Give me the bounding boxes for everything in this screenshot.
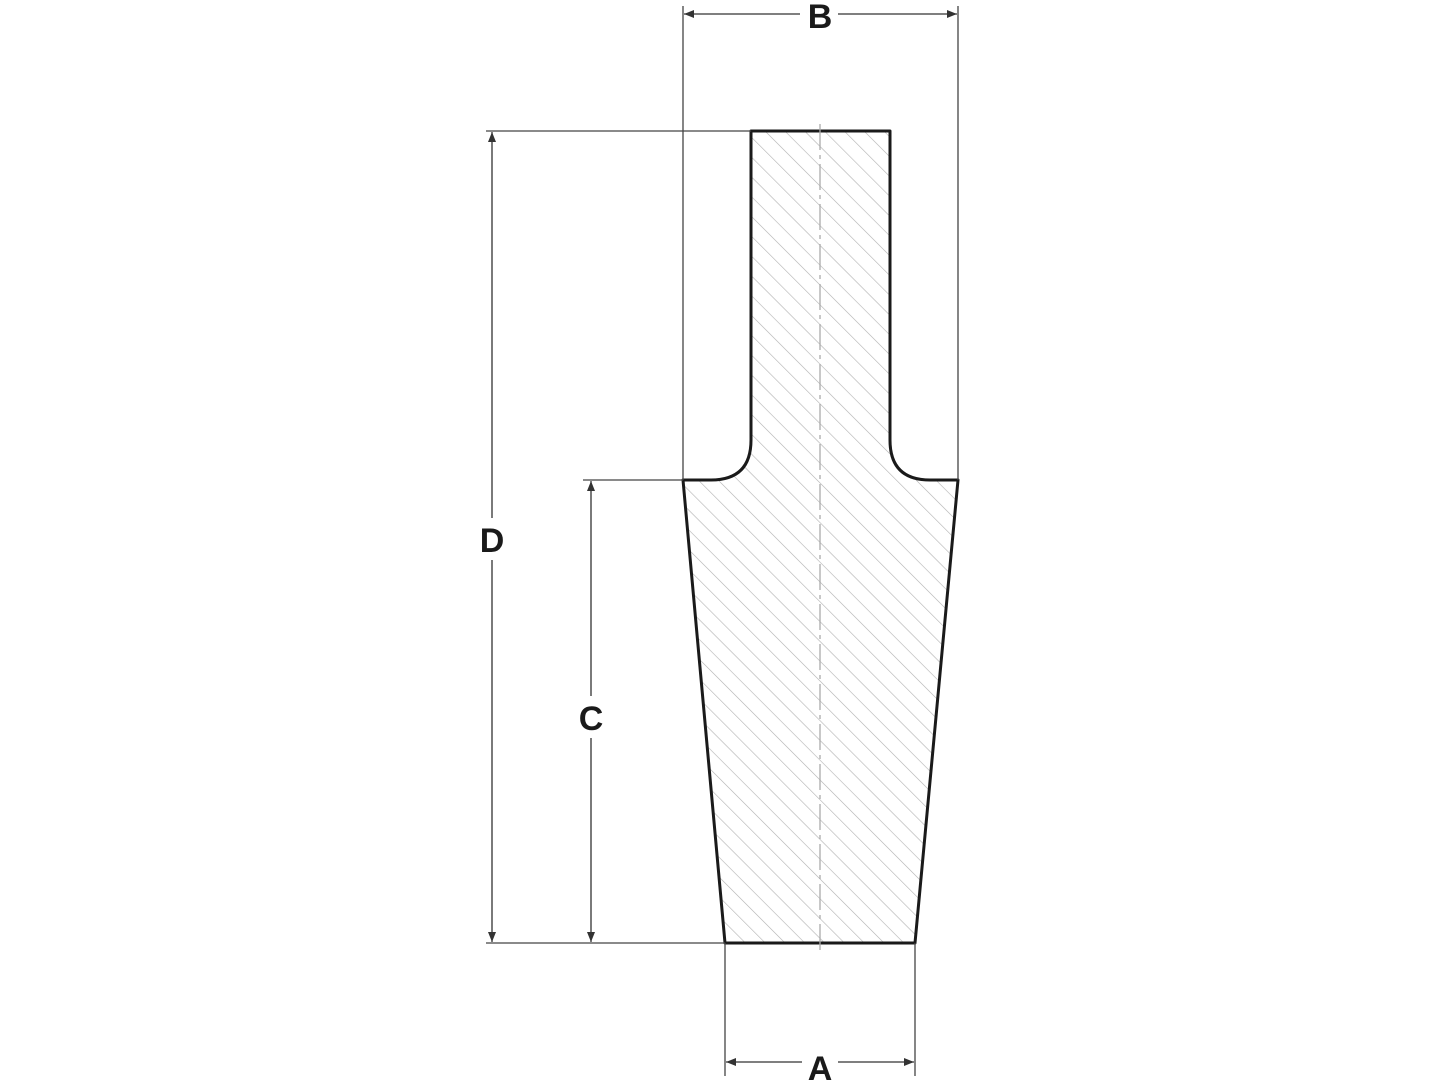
dimension-c: C [579,481,604,942]
dimension-d: D [480,132,505,942]
label-a: A [808,1050,833,1080]
label-c: C [579,700,604,738]
dimension-a: A [726,1050,914,1080]
extension-lines [486,6,959,1076]
label-b: B [808,0,833,36]
label-d: D [480,522,505,560]
dimension-b: B [684,0,957,36]
